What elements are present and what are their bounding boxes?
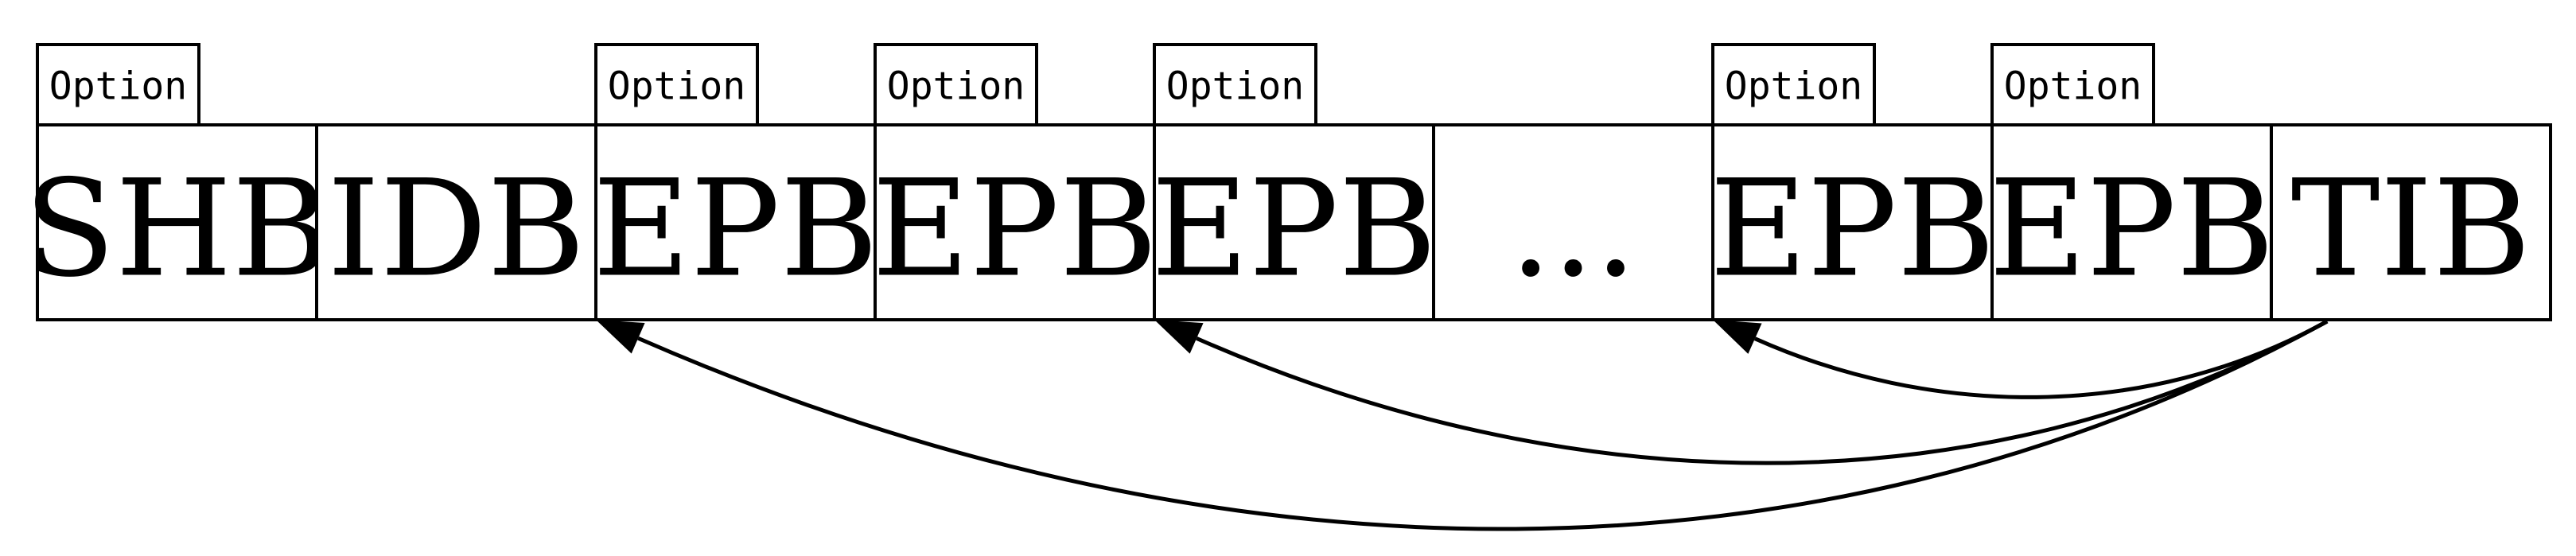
block-idb: IDB (315, 123, 597, 321)
block-epb: EPB Option (593, 43, 878, 321)
block-box (36, 123, 318, 321)
option-box (1153, 43, 1317, 126)
option-label: Option (887, 64, 1025, 109)
option-label: Option (1725, 64, 1862, 109)
link-curve (637, 319, 2329, 531)
option-label: Option (608, 64, 745, 109)
block-epb: EPB Option (1710, 43, 1995, 321)
block-epb: EPB Option (1151, 43, 1437, 321)
link-arrow (1713, 319, 2329, 399)
block-label: TIB (2291, 151, 2531, 307)
option-tab: Option (1711, 43, 1876, 126)
option-tab: Option (874, 43, 1038, 126)
block-label: EPB (1989, 151, 2274, 307)
block-box (874, 123, 1156, 321)
option-box (1990, 43, 2155, 126)
link-arrow (596, 319, 2329, 531)
block-epb: EPB Option (1989, 43, 2274, 321)
block-label: ... (1509, 151, 1636, 307)
block-label: IDB (327, 151, 586, 307)
option-tab: Option (594, 43, 759, 126)
block-label: EPB (872, 151, 1158, 307)
block-shb: SHB Option (24, 43, 330, 321)
option-tab: Option (36, 43, 200, 126)
option-box (1711, 43, 1876, 126)
link-curve (1753, 319, 2329, 399)
arrowhead-icon (1713, 320, 1762, 354)
link-arrow (1154, 319, 2329, 465)
block-box (594, 123, 877, 321)
block-box (1432, 123, 1714, 321)
block-box (2270, 123, 2552, 321)
option-label: Option (49, 64, 187, 109)
block-ellipsis: ... (1432, 123, 1714, 321)
option-box (874, 43, 1038, 126)
block-label: EPB (1151, 151, 1437, 307)
block-tib: TIB (2270, 123, 2552, 321)
block-label: EPB (593, 151, 878, 307)
arrowhead-icon (1154, 320, 1204, 354)
block-label: SHB (24, 151, 330, 307)
link-curve (1196, 319, 2329, 465)
option-tab: Option (1990, 43, 2155, 126)
backward-links (596, 319, 2329, 531)
option-label: Option (2004, 64, 2142, 109)
arrowhead-icon (596, 320, 645, 354)
option-box (36, 43, 200, 126)
block-epb: EPB Option (872, 43, 1158, 321)
option-tab: Option (1153, 43, 1317, 126)
option-box (594, 43, 759, 126)
block-label: EPB (1710, 151, 1995, 307)
block-box (1711, 123, 1994, 321)
block-box (315, 123, 597, 321)
option-label: Option (1166, 64, 1304, 109)
